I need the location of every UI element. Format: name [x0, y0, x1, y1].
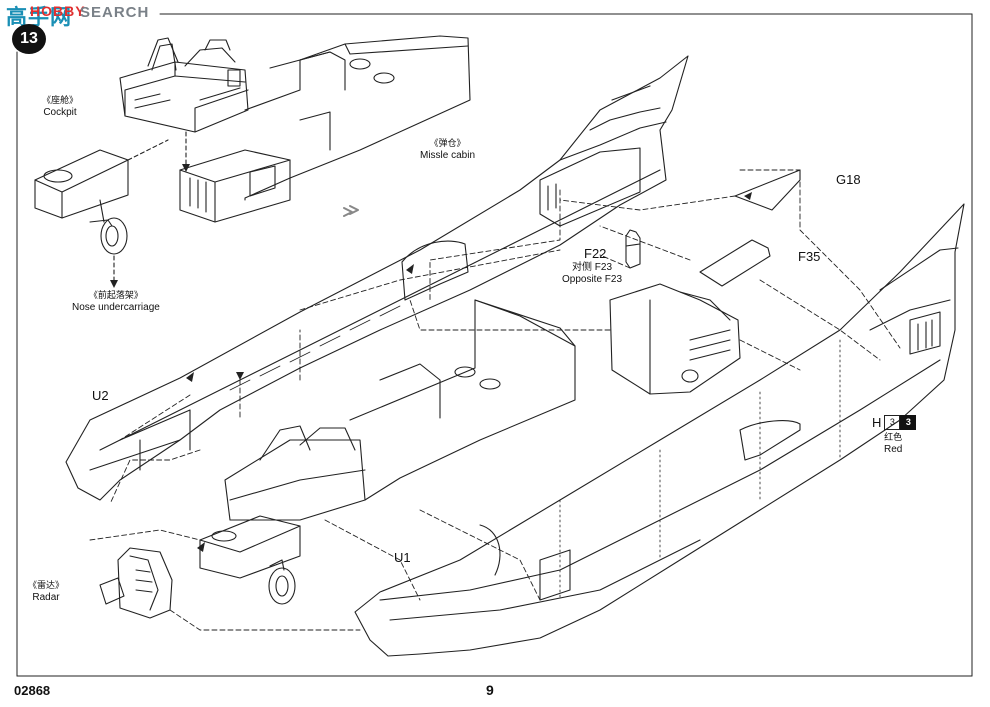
cockpit-to-nose [127, 139, 169, 161]
fuselage-u1-drawing [354, 203, 965, 657]
part-label-f23-en: Opposite F23 [562, 274, 623, 285]
label-color-cn: 红色 [884, 433, 903, 443]
label-missile-cabin-cn: 《弹仓》 [429, 139, 466, 149]
direction-chevrons [343, 205, 359, 217]
part-label-f22: F22 [584, 246, 607, 261]
watermark: 高手网 HOBBY SEARCH [0, 0, 148, 29]
arrowheads [110, 164, 752, 552]
label-nose-undercarriage-cn: 《前起落架》 [88, 291, 143, 301]
placement-lines [89, 169, 901, 631]
label-radar: 《雷达》 Radar [28, 580, 64, 604]
part-label-g18: G18 [836, 172, 861, 187]
part-label-h: H [872, 415, 882, 430]
label-cockpit-en: Cockpit [43, 107, 77, 118]
lower-assembly-drawing [199, 299, 576, 605]
aft-bulkhead-drawing [609, 283, 741, 395]
part-g18-shape [734, 169, 801, 211]
label-color-en: Red [884, 444, 903, 455]
label-radar-cn: 《雷达》 [28, 581, 65, 591]
part-f22-shape [625, 229, 641, 269]
watermark-search: SEARCH [80, 4, 150, 21]
color-code-outline: 3 [884, 415, 901, 430]
nose-gear-drawing [89, 199, 128, 255]
color-code-filled: 3 [900, 415, 917, 430]
nose-box-drawing [34, 149, 129, 219]
label-missile-cabin-en: Missle cabin [420, 150, 476, 161]
part-label-f35: F35 [798, 249, 821, 264]
product-code: 02868 [14, 683, 51, 698]
page-number: 9 [486, 682, 494, 698]
cockpit-tub-drawing [119, 37, 249, 133]
step-number-badge: 13 [12, 24, 46, 54]
watermark-cn: 高手网 [6, 5, 72, 29]
label-cockpit: 《座舱》 Cockpit [42, 95, 78, 119]
label-missile-cabin: 《弹仓》 Missle cabin [420, 138, 475, 162]
part-label-u2: U2 [92, 388, 109, 403]
watermark-logo: 高手网 HOBBY [0, 0, 85, 29]
missile-cabin-drawing [179, 35, 471, 223]
radar-drawing [99, 547, 173, 619]
label-radar-en: Radar [32, 592, 60, 603]
part-label-f23-cn: 对侧 F23 [572, 262, 613, 273]
label-nose-undercarriage-en: Nose undercarriage [72, 302, 160, 313]
fuselage-u2-drawing [65, 55, 689, 501]
part-f35-shape [699, 239, 771, 287]
watermark-hobby: HOBBY [30, 3, 86, 19]
part-label-f23: 对侧 F23 Opposite F23 [562, 262, 622, 286]
label-color: 红色 Red [884, 432, 902, 456]
part-label-u1: U1 [394, 550, 411, 565]
label-cockpit-cn: 《座舱》 [42, 96, 79, 106]
color-callout: H 3 3 [872, 415, 917, 430]
label-nose-undercarriage: 《前起落架》 Nose undercarriage [72, 290, 160, 314]
